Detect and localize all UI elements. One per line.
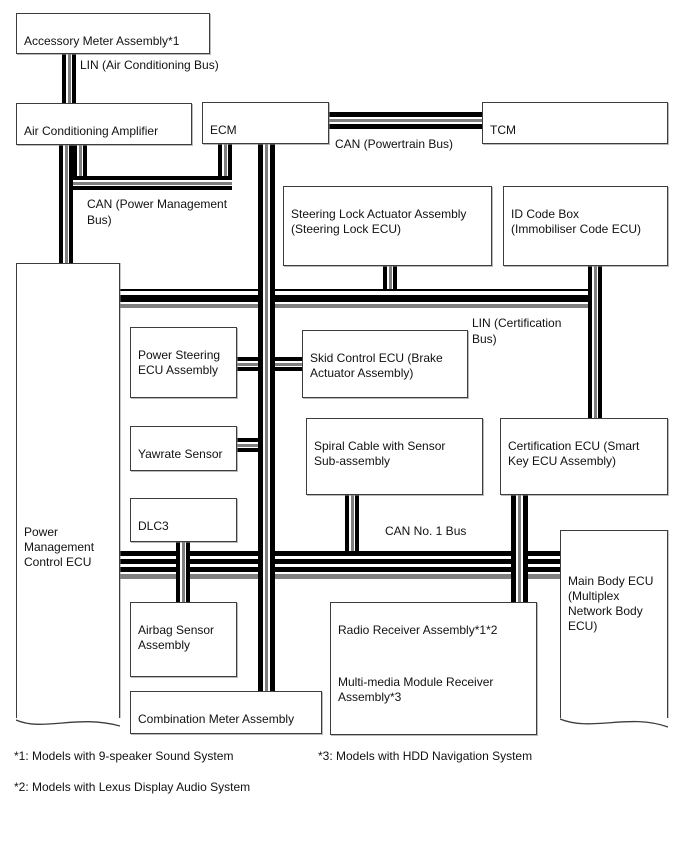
footnote-1: *1: Models with 9-speaker Sound System xyxy=(14,749,234,763)
box-label-radio-receiver: Radio Receiver Assembly*1*2 xyxy=(338,623,498,637)
torn-paper-edge xyxy=(16,719,120,727)
box-label: Main Body ECU (Multiplex Network Body EC… xyxy=(568,574,654,633)
box-label: ID Code Box (Immobiliser Code ECU) xyxy=(511,207,642,236)
bus-line-acamp-ecm-horizontal xyxy=(73,176,232,190)
box-air-conditioning-amplifier: Air Conditioning Amplifier xyxy=(16,103,192,145)
box-label: Air Conditioning Amplifier xyxy=(24,124,159,138)
box-label: Power Management Control ECU xyxy=(24,525,95,569)
box-label: Certification ECU (Smart Key ECU Assembl… xyxy=(508,439,640,468)
bus-line-ecm-main-trunk xyxy=(258,144,275,691)
bus-line-lin-certification xyxy=(588,266,602,418)
footnote-3: *3: Models with HDD Navigation System xyxy=(318,749,533,763)
box-label: Steering Lock Actuator Assembly (Steerin… xyxy=(291,207,467,236)
box-steering-lock-actuator: Steering Lock Actuator Assembly (Steerin… xyxy=(283,186,492,266)
box-label-multimedia-receiver: Multi-media Module Receiver Assembly*3 xyxy=(338,675,494,704)
box-label: Airbag Sensor Assembly xyxy=(138,623,215,652)
box-tcm: TCM xyxy=(482,102,668,144)
box-airbag-sensor: Airbag Sensor Assembly xyxy=(130,602,237,677)
box-ecm: ECM xyxy=(202,102,329,144)
bus-label-lin-certification: LIN (Certification Bus) xyxy=(472,316,562,346)
box-label: TCM xyxy=(490,123,516,137)
box-spiral-cable: Spiral Cable with Sensor Sub-assembly xyxy=(306,418,483,495)
box-yawrate-sensor: Yawrate Sensor xyxy=(130,426,237,471)
bus-label-can-powertrain: CAN (Powertrain Bus) xyxy=(335,137,454,151)
bus-label-can-no1: CAN No. 1 Bus xyxy=(385,524,467,538)
box-certification-ecu: Certification ECU (Smart Key ECU Assembl… xyxy=(500,418,668,495)
bus-line-certification-radio-drop xyxy=(511,495,528,602)
box-power-management-control-ecu: Power Management Control ECU xyxy=(16,263,120,727)
box-id-code-box: ID Code Box (Immobiliser Code ECU) xyxy=(503,186,668,266)
bus-line-acamp-to-pmc xyxy=(59,145,73,263)
box-label: Accessory Meter Assembly*1 xyxy=(24,34,180,48)
box-label: DLC3 xyxy=(138,519,169,533)
box-radio-receiver: Radio Receiver Assembly*1*2 Multi-media … xyxy=(330,602,537,735)
box-combination-meter: Combination Meter Assembly xyxy=(130,691,322,734)
bus-line-spiral-cable-drop xyxy=(345,495,359,565)
bus-line-certification-trunk xyxy=(120,289,602,308)
box-label: Combination Meter Assembly xyxy=(138,712,295,726)
bus-line-can-powertrain xyxy=(329,112,482,129)
box-label: Skid Control ECU (Brake Actuator Assembl… xyxy=(310,351,443,380)
bus-line-lin-ac xyxy=(62,54,76,103)
box-label: Yawrate Sensor xyxy=(138,447,223,461)
box-label: Power Steering ECU Assembly xyxy=(138,348,221,377)
bus-line-dlc3-airbag-drop xyxy=(176,542,190,602)
box-skid-control-ecu: Skid Control ECU (Brake Actuator Assembl… xyxy=(302,330,468,398)
box-power-steering-ecu: Power Steering ECU Assembly xyxy=(130,327,237,398)
bus-label-lin-air-conditioning: LIN (Air Conditioning Bus) xyxy=(80,58,219,72)
box-main-body-ecu: Main Body ECU (Multiplex Network Body EC… xyxy=(560,530,668,728)
torn-paper-edge xyxy=(560,718,668,728)
box-dlc3: DLC3 xyxy=(130,498,237,542)
box-accessory-meter-assembly: Accessory Meter Assembly*1 xyxy=(16,13,210,54)
footnote-2: *2: Models with Lexus Display Audio Syst… xyxy=(14,780,251,794)
box-label: Spiral Cable with Sensor Sub-assembly xyxy=(314,439,446,468)
bus-line-can-no1 xyxy=(120,551,561,579)
bus-label-can-power-management: CAN (Power Management Bus) xyxy=(87,197,228,227)
box-label: ECM xyxy=(210,123,237,137)
